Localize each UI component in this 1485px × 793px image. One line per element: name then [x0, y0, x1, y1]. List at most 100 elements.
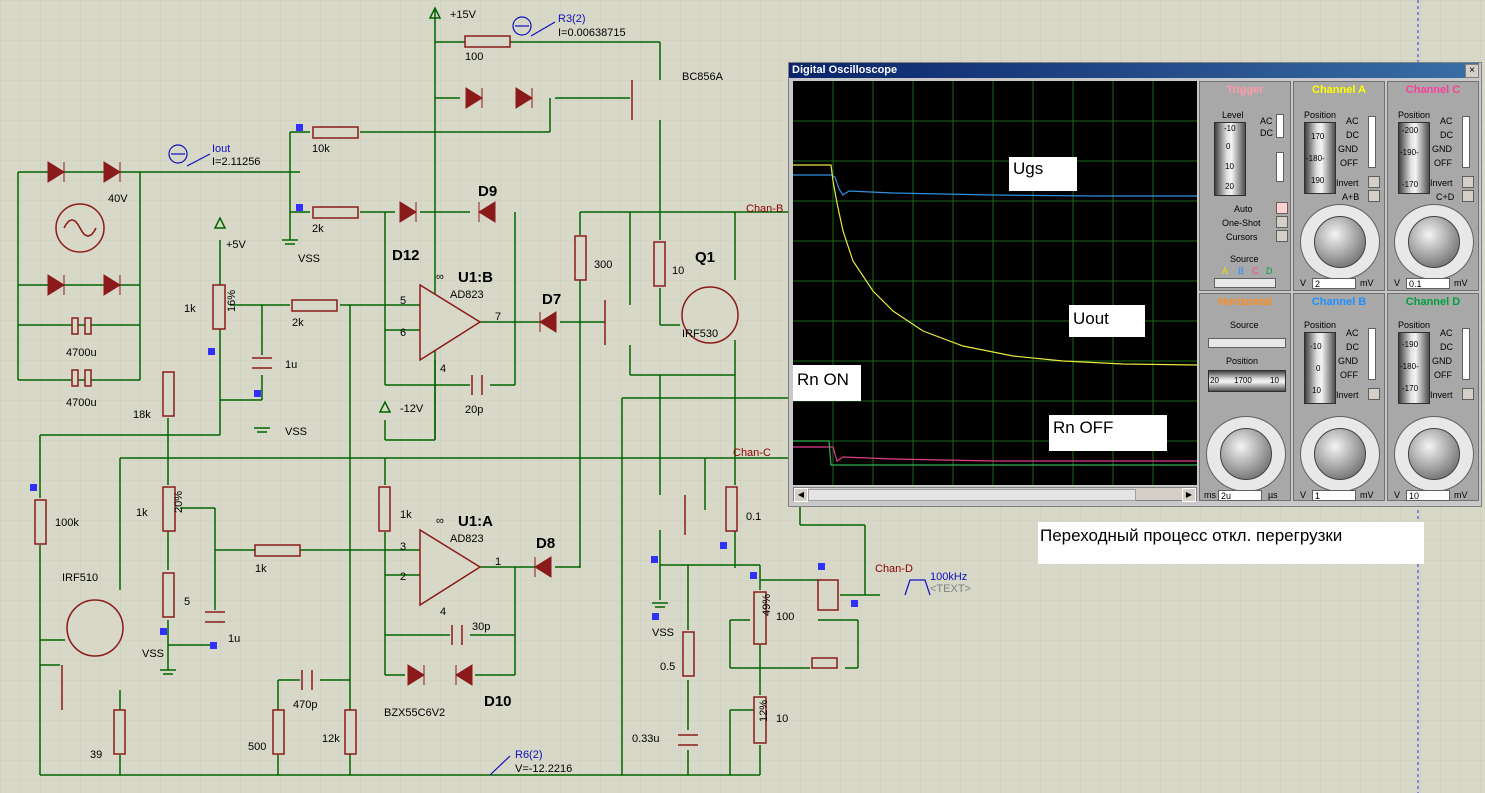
label-pin2: 2 — [400, 571, 406, 583]
channel-d-invert-button[interactable] — [1462, 388, 1474, 400]
trace-a — [793, 164, 1198, 366]
channel-d-volts-knob[interactable] — [1408, 428, 1460, 480]
channel-c-invert-button[interactable] — [1462, 176, 1474, 188]
channel-a-sum-button[interactable] — [1368, 190, 1380, 202]
label-d10: D10 — [484, 693, 512, 710]
channel-c-panel: Channel C Position -200 -190- -170 AC DC… — [1387, 81, 1479, 291]
channel-a-position-drum[interactable] — [1304, 122, 1336, 194]
label-pin5: 5 — [400, 295, 406, 307]
label-r1k-c: 1k — [255, 563, 267, 575]
power-symbols — [160, 6, 668, 675]
label-100khz: 100kHz — [930, 571, 967, 583]
scroll-right-icon[interactable]: ▶ — [1182, 488, 1196, 502]
scope-screen: Ugs Uout Rn ON Rn OFF — [793, 81, 1198, 485]
label-pin4-b: 4 — [440, 363, 446, 375]
channel-c-volts-knob[interactable] — [1408, 216, 1460, 268]
channel-a-volts-knob[interactable] — [1314, 216, 1366, 268]
oscilloscope-title: Digital Oscilloscope — [789, 63, 1479, 78]
horizontal-position-label: Position — [1226, 356, 1259, 366]
channel-c-coupling-switch[interactable] — [1462, 116, 1470, 168]
channel-b-volts-field[interactable]: 1 — [1312, 490, 1356, 501]
label-bc856: BC856A — [682, 71, 724, 83]
channel-b-invert-button[interactable] — [1368, 388, 1380, 400]
label-r10k: 10k — [312, 143, 330, 155]
trigger-level-drum[interactable] — [1214, 122, 1246, 196]
label-vss-a: VSS — [298, 253, 320, 265]
trigger-edge-switch[interactable] — [1276, 152, 1284, 182]
label-r500: 500 — [248, 741, 266, 753]
channel-c-ac: AC — [1440, 116, 1453, 126]
label-r12k: 12k — [322, 733, 340, 745]
channel-b-ac: AC — [1346, 328, 1359, 338]
trigger-panel: Trigger Level -10 0 10 20 AC DC Auto One… — [1199, 81, 1291, 291]
label-40v: 40V — [108, 193, 128, 205]
channel-b-invert: Invert — [1336, 390, 1359, 400]
horizontal-source-slider[interactable] — [1208, 338, 1286, 348]
close-button[interactable]: × — [1465, 64, 1479, 78]
channel-b-panel: Channel B Position -10 0 10 AC DC GND OF… — [1293, 293, 1385, 501]
trigger-auto-button[interactable] — [1276, 202, 1288, 214]
channel-a-invert-button[interactable] — [1368, 176, 1380, 188]
channel-b-position-drum[interactable] — [1304, 332, 1336, 404]
trace-label-uout: Uout — [1069, 305, 1145, 337]
probe-r6-value: V=-12.2216 — [515, 763, 572, 775]
channel-d-volts-field[interactable]: 10 — [1406, 490, 1450, 501]
channel-d-coupling-switch[interactable] — [1462, 328, 1470, 380]
horizontal-scrollbar[interactable]: ◀ ▶ — [793, 487, 1197, 502]
label-c4700-b: 4700u — [66, 397, 97, 409]
trigger-title: Trigger — [1226, 84, 1264, 96]
label-pot1k-a: 1k — [184, 303, 196, 315]
channel-c-sum-button[interactable] — [1462, 190, 1474, 202]
probe-r3-value: I=0.00638715 — [558, 27, 626, 39]
channel-c-volts-field[interactable]: 0.1 — [1406, 278, 1450, 289]
label-r2k-b: 2k — [292, 317, 304, 329]
probe-r3: R3(2) — [558, 13, 586, 25]
channel-d-title: Channel D — [1405, 296, 1461, 308]
label-pot100: 100 — [776, 611, 794, 623]
trigger-cursors-button[interactable] — [1276, 230, 1288, 242]
trace-label-rn-on: Rn ON — [793, 365, 861, 401]
probe-icons[interactable] — [168, 16, 931, 776]
label-d9: D9 — [478, 183, 497, 200]
horizontal-time-field[interactable]: 2u — [1218, 490, 1262, 501]
horizontal-time-knob[interactable] — [1220, 428, 1272, 480]
channel-b-drum-tick: 10 — [1312, 386, 1321, 395]
label-inf-a: ∞ — [436, 515, 444, 527]
trace-c — [793, 446, 1197, 462]
label-c1u-a: 1u — [285, 359, 297, 371]
diodes[interactable] — [47, 87, 557, 686]
label-r10: 10 — [672, 265, 684, 277]
channel-d-position-drum[interactable] — [1398, 332, 1430, 404]
horizontal-us: µs — [1268, 490, 1278, 500]
channel-a-volts-field[interactable]: 2 — [1312, 278, 1356, 289]
horizontal-title: Horizontal — [1218, 296, 1272, 308]
channel-b-coupling-switch[interactable] — [1368, 328, 1376, 380]
channel-a-drum-tick: 190 — [1311, 176, 1325, 185]
channel-b-gnd: GND — [1338, 356, 1358, 366]
trigger-oneshot-button[interactable] — [1276, 216, 1288, 228]
horizontal-position-drum[interactable] — [1208, 370, 1286, 392]
label-d12: D12 — [392, 247, 420, 264]
channel-c-mv: mV — [1454, 278, 1468, 288]
channel-c-invert: Invert — [1430, 178, 1453, 188]
trigger-src-b: B — [1238, 266, 1245, 276]
label-r1k-b: 1k — [400, 509, 412, 521]
channel-b-volts-knob[interactable] — [1314, 428, 1366, 480]
trigger-src-a: A — [1222, 266, 1229, 276]
trigger-oneshot-label: One-Shot — [1222, 218, 1261, 228]
scroll-left-icon[interactable]: ◀ — [794, 488, 808, 502]
scope-grid — [793, 81, 1197, 485]
trigger-drum-tick: 10 — [1225, 162, 1234, 171]
horizontal-drum-tick: 10 — [1270, 376, 1279, 385]
components[interactable] — [34, 35, 839, 755]
oscilloscope-window[interactable]: Digital Oscilloscope × Ugs Uout Rn ON — [788, 62, 1482, 507]
channel-a-coupling-switch[interactable] — [1368, 116, 1376, 168]
trigger-source-slider[interactable] — [1214, 278, 1276, 288]
scroll-thumb[interactable] — [808, 489, 1136, 501]
channel-d-ac: AC — [1440, 328, 1453, 338]
channel-c-position-drum[interactable] — [1398, 122, 1430, 194]
probe-iout-value: I=2.11256 — [212, 156, 260, 168]
trigger-coupling-switch[interactable] — [1276, 114, 1284, 138]
channel-b-drum-tick: -10 — [1310, 342, 1322, 351]
channel-a-title: Channel A — [1312, 84, 1366, 96]
